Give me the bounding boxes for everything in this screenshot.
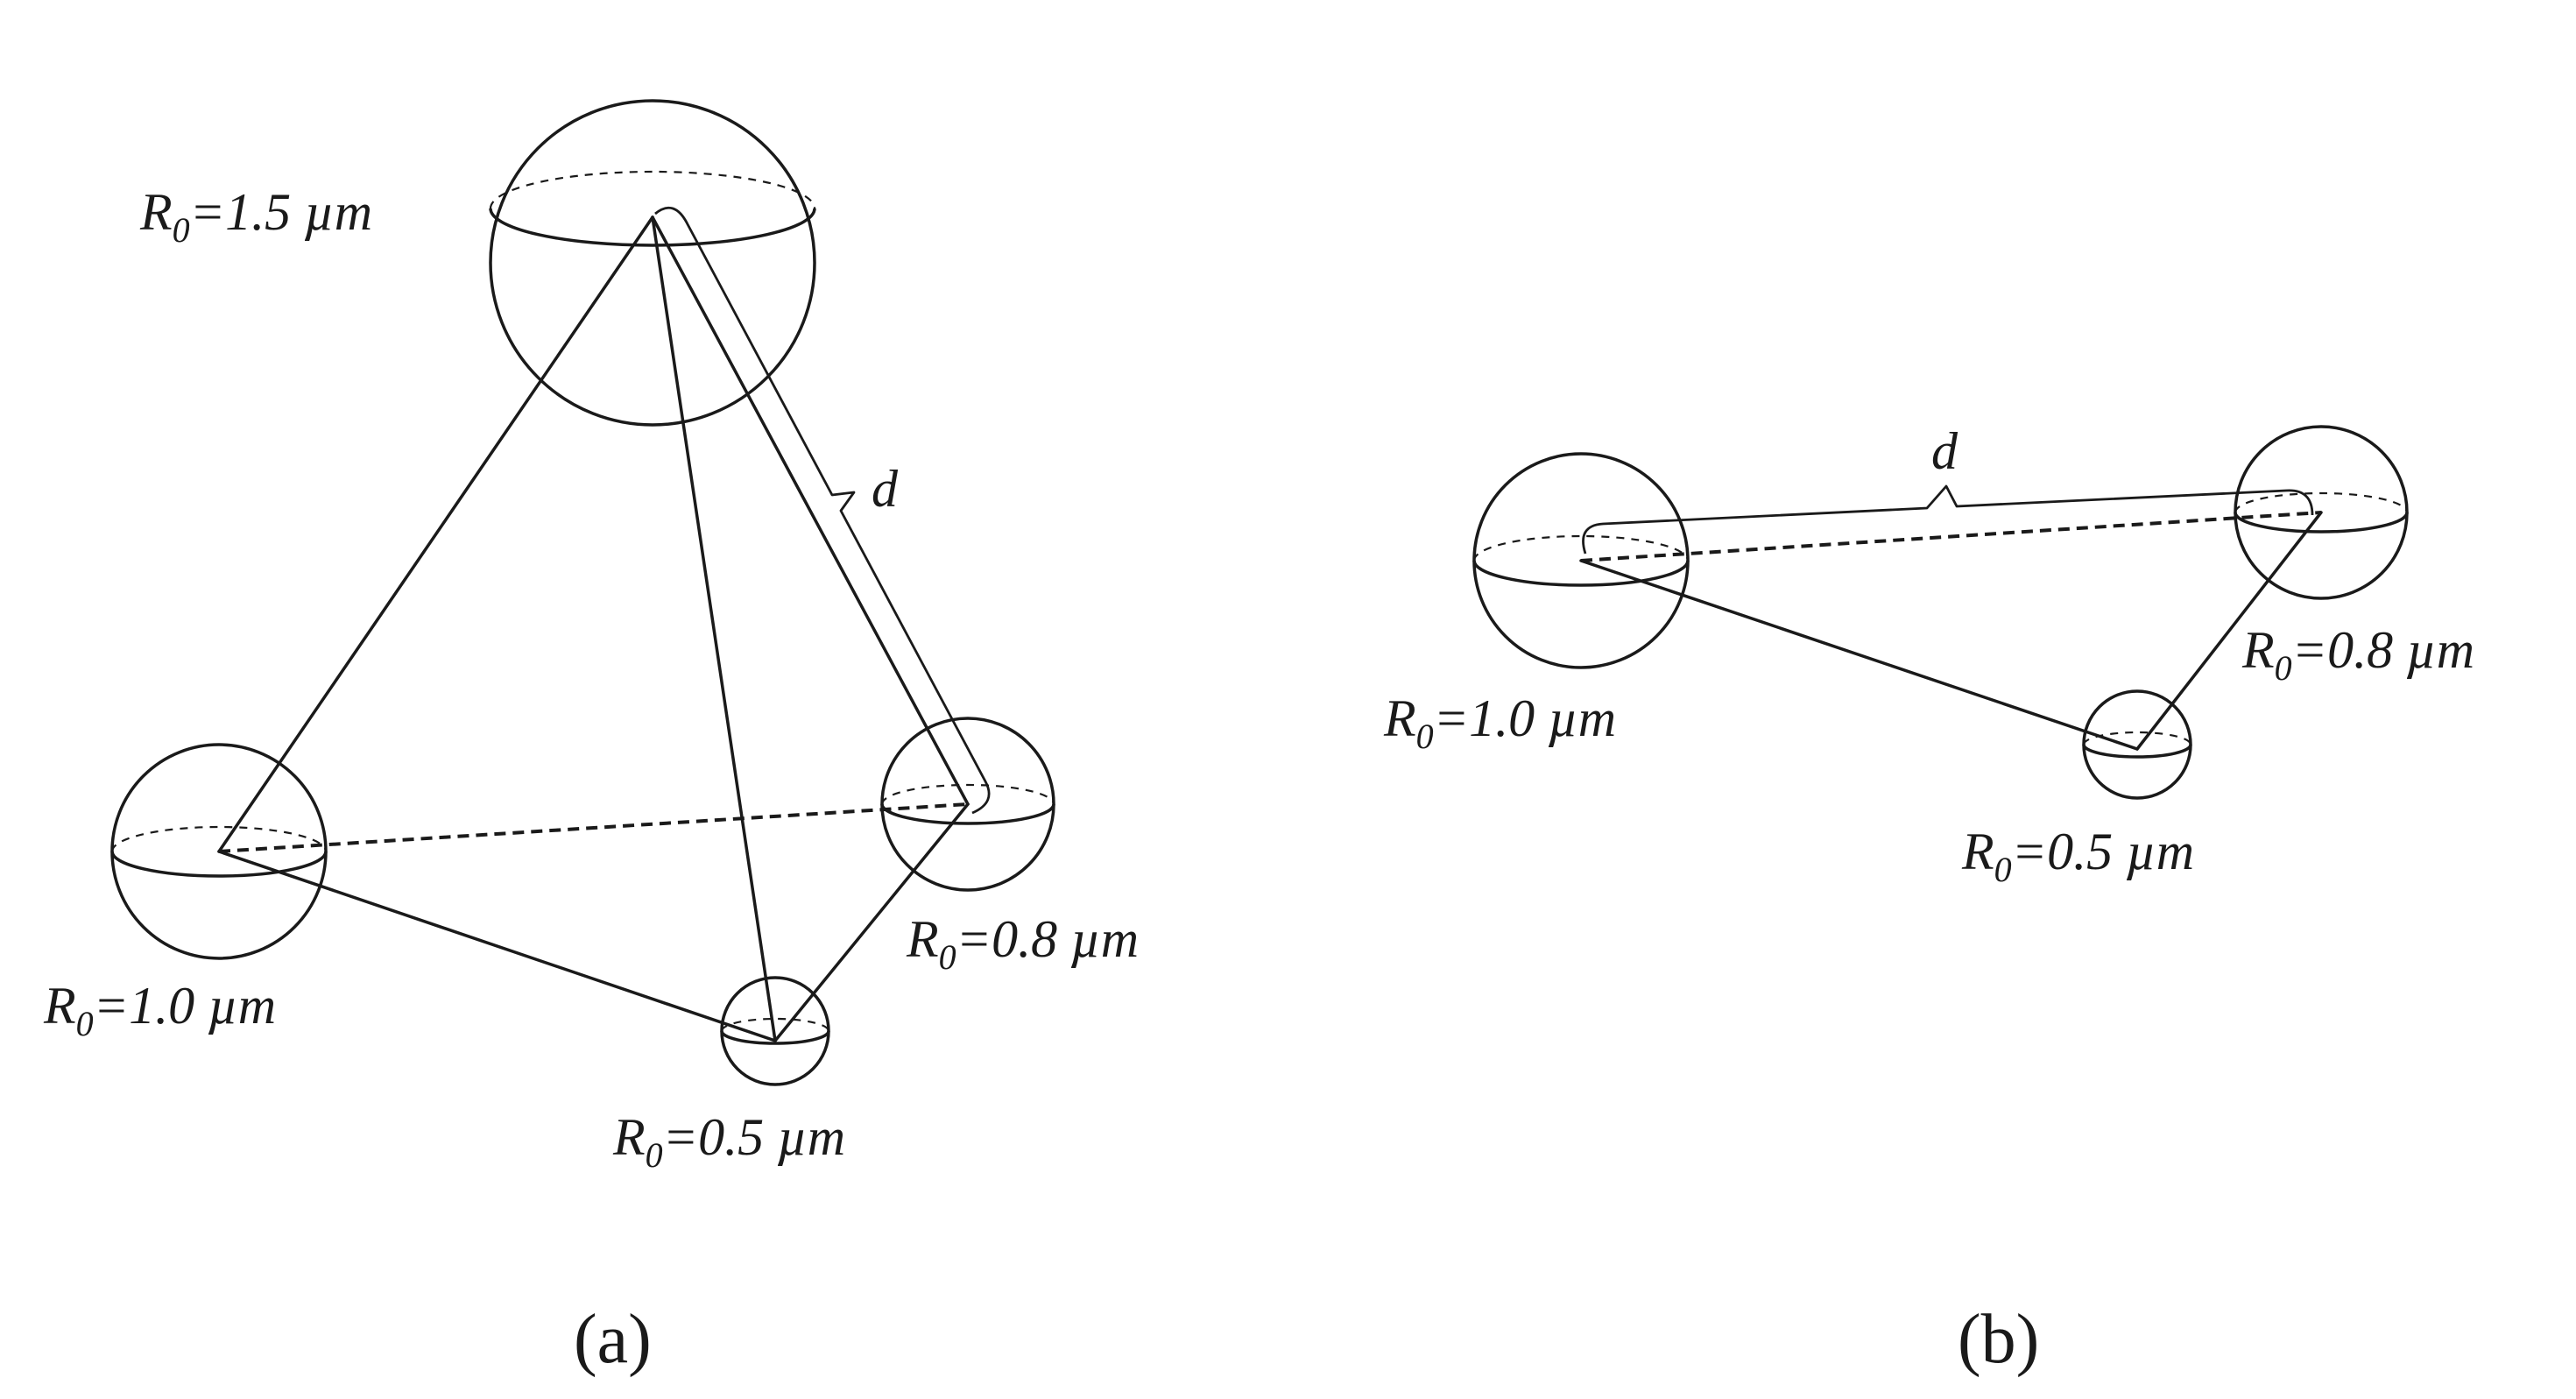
sphere-right-a	[880, 717, 1055, 892]
label-large-a: R0=1.5 µm	[139, 183, 372, 250]
label-small-b: R0=0.5 µm	[1961, 823, 2194, 889]
caption-a: (a)	[574, 1301, 652, 1378]
edge-left-small-a	[217, 850, 777, 1042]
sphere-left-a	[110, 743, 328, 960]
label-left-b: R0=1.0 µm	[1383, 689, 1616, 756]
edge-top-left-a	[217, 216, 654, 853]
label-left-a: R0=1.0 µm	[43, 977, 276, 1043]
panel-a: d R0=1.5 µm R0=1.0 µm R0=0.8 µm R0=0.5 µ…	[43, 99, 1139, 1378]
edge-top-right-a	[651, 216, 970, 806]
edge-left-right-hidden-a	[218, 802, 969, 853]
sphere-left-b	[1472, 452, 1690, 669]
edge-right-small-a	[773, 802, 970, 1042]
distance-label-a: d	[872, 460, 899, 518]
edge-left-right-hidden-b	[1580, 511, 2322, 562]
sphere-right-b	[2234, 425, 2409, 600]
label-right-a: R0=0.8 µm	[906, 910, 1139, 977]
edge-left-small-b	[1579, 559, 2139, 751]
edge-right-small-b	[2135, 511, 2323, 751]
distance-label-b: d	[1931, 422, 1958, 480]
panel-b: d R0=1.0 µm R0=0.8 µm R0=0.5 µm (b)	[1383, 422, 2474, 1378]
distance-indicator-b	[1582, 484, 2314, 555]
label-right-b: R0=0.8 µm	[2241, 621, 2474, 688]
label-small-a: R0=0.5 µm	[612, 1108, 845, 1175]
sphere-small-a	[720, 976, 830, 1086]
sphere-small-b	[2082, 689, 2192, 800]
caption-b: (b)	[1958, 1301, 2039, 1378]
sphere-large-a	[489, 99, 816, 427]
distance-indicator-a	[654, 206, 991, 815]
edge-top-small-a	[651, 216, 777, 1042]
